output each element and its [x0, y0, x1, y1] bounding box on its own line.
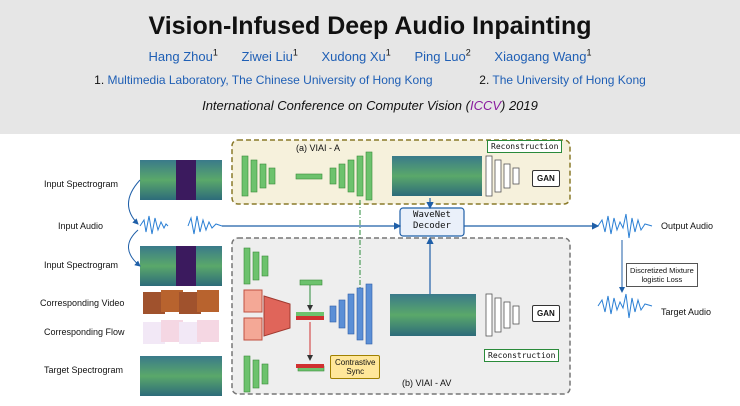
label-input-audio: Input Audio	[58, 221, 104, 231]
encoder-ef	[243, 289, 263, 313]
output-spectrogram-a	[392, 156, 482, 196]
output-waveform	[597, 213, 653, 319]
viai-av-title: (b) VIAI - AV	[402, 378, 452, 388]
gan-loss-a: GAN	[532, 170, 560, 187]
label-corresponding-video: Corresponding Video	[40, 298, 125, 308]
affiliations: 1. Multimedia Laboratory, The Chinese Un…	[94, 73, 646, 87]
label-target-audio: Target Audio	[661, 307, 712, 317]
label-input-spectrogram-1: Input Spectrogram	[44, 179, 119, 189]
author[interactable]: Hang Zhou1	[148, 48, 218, 65]
page-title: Vision-Infused Deep Audio Inpainting	[148, 12, 592, 40]
author[interactable]: Ziwei Liu1	[241, 48, 298, 65]
author[interactable]: Ping Luo2	[414, 48, 471, 65]
label-target-spectrogram: Target Spectrogram	[44, 365, 124, 375]
viai-a-title: (a) VIAI - A	[296, 143, 341, 153]
reconstruction-loss-av: Reconstruction	[484, 349, 560, 362]
architecture-diagram	[128, 139, 653, 396]
header-banner: Vision-Infused Deep Audio Inpainting Han…	[0, 0, 740, 134]
target-spectrogram	[140, 356, 222, 396]
label-corresponding-flow: Corresponding Flow	[44, 327, 125, 337]
encoder-ep	[243, 317, 263, 341]
label-input-spectrogram-2: Input Spectrogram	[44, 260, 119, 270]
input-waveform	[139, 215, 223, 235]
conference-line: International Conference on Computer Vis…	[202, 98, 538, 113]
reconstruction-loss-a: Reconstruction	[487, 140, 563, 153]
affiliation-link[interactable]: Multimedia Laboratory, The Chinese Unive…	[107, 73, 433, 87]
label-output-audio: Output Audio	[661, 221, 714, 231]
gan-loss-av: GAN	[532, 305, 560, 322]
output-spectrogram-av	[390, 294, 476, 336]
author[interactable]: Xudong Xu1	[321, 48, 391, 65]
author-list: Hang Zhou1 Ziwei Liu1 Xudong Xu1 Ping Lu…	[0, 48, 740, 64]
flow-frames	[143, 320, 219, 344]
video-frames	[143, 290, 219, 314]
author[interactable]: Xiaogang Wang1	[494, 48, 592, 65]
affiliation-link[interactable]: The University of Hong Kong	[492, 73, 646, 87]
